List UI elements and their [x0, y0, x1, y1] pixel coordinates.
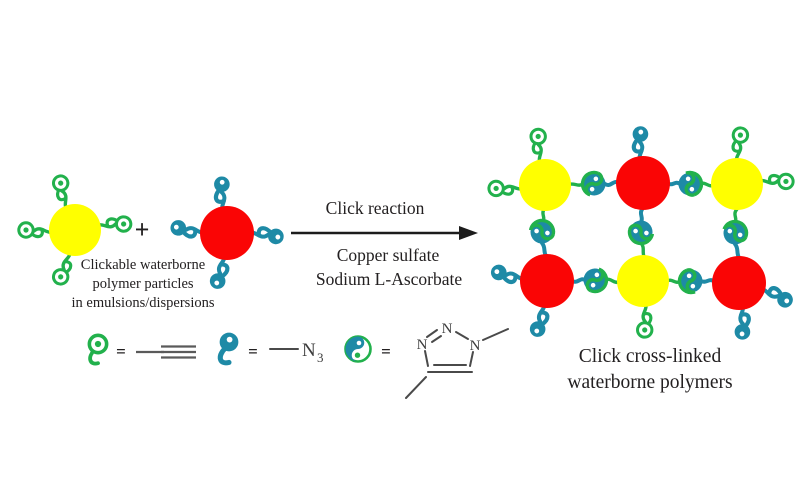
azide-symbol-icon: [220, 333, 239, 363]
triazole-linker-icon: [625, 216, 657, 248]
red-particle: [712, 256, 766, 310]
red-particle: [200, 206, 254, 260]
triazole-yinyang-icon: [344, 335, 372, 363]
nitrogen-label: N: [302, 340, 316, 361]
catalyst-line: Sodium L-Ascorbate: [316, 269, 463, 289]
azide-link-stem: [733, 242, 741, 260]
caption-line: waterborne polymers: [567, 372, 732, 393]
nitrogen-label: N: [470, 338, 481, 354]
red-particle-left-group: [170, 176, 285, 291]
triazole-linker-icon: [577, 167, 611, 201]
triazole-linker-icon: [718, 216, 752, 250]
nitrogen-label: N: [417, 337, 428, 353]
azide-bond-drawing: N 3: [269, 340, 324, 365]
triazole-linker-icon: [526, 216, 558, 248]
alkyne-symbol-icon: [87, 333, 109, 366]
legend: = = N 3 =: [87, 321, 509, 399]
triazole-structure-drawing: N N N: [405, 321, 509, 399]
reaction-label: Click reaction: [326, 198, 425, 218]
azide-link-stem: [638, 206, 645, 224]
catalyst-line: Copper sulfate: [337, 245, 440, 265]
crosslinked-network: [488, 126, 795, 340]
red-particle: [616, 156, 670, 210]
nitrogen-subscript: 3: [317, 350, 324, 365]
yellow-particle: [711, 158, 763, 210]
plus-sign: +: [135, 215, 150, 244]
nitrogen-label: N: [442, 321, 453, 337]
arrowhead-icon: [459, 226, 478, 240]
caption-line: polymer particles: [92, 276, 193, 292]
yellow-particle-left-group: [19, 174, 132, 286]
alkyne-bond-drawing: [136, 345, 196, 359]
reaction-conditions: Click reaction Copper sulfate Sodium L-A…: [291, 198, 478, 289]
yellow-particle: [49, 204, 101, 256]
product-caption: Click cross-linked waterborne polymers: [567, 346, 732, 393]
triazole-linker-icon: [674, 264, 708, 298]
caption-line: Click cross-linked: [579, 346, 722, 367]
equals-sign: =: [248, 342, 258, 361]
caption-line: Clickable waterborne: [81, 257, 205, 273]
red-particle: [520, 254, 574, 308]
equals-sign: =: [381, 342, 391, 361]
triazole-linker-icon: [578, 263, 612, 297]
yellow-particle: [519, 159, 571, 211]
equals-sign: =: [116, 342, 126, 361]
triazole-linker-icon: [673, 167, 707, 201]
yellow-particle: [617, 255, 669, 307]
reactants-caption: Clickable waterborne polymer particles i…: [72, 257, 215, 311]
caption-line: in emulsions/dispersions: [72, 295, 215, 311]
